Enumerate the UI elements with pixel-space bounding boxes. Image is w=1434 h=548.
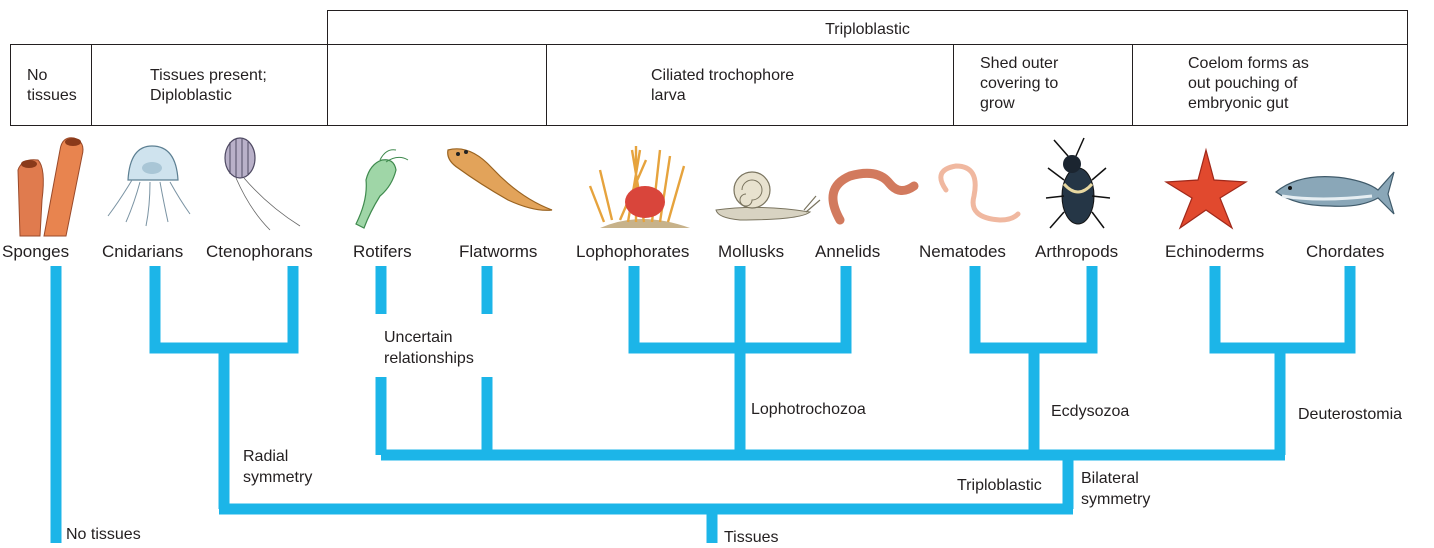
lophotrochozoa-label: Lophotrochozoa: [751, 399, 866, 420]
branch-deuterostomia: [1215, 266, 1350, 348]
triploblastic-label: Triploblastic: [957, 475, 1042, 496]
deuterostomia-label: Deuterostomia: [1298, 404, 1402, 425]
tissues-label: Tissues: [724, 527, 779, 548]
branch-radiata: [155, 266, 293, 348]
no-tissues-label: No tissues: [66, 524, 141, 545]
uncertain-relationships-label: Uncertain relationships: [384, 327, 474, 369]
radial-symmetry-label: Radial symmetry: [243, 446, 312, 488]
branch-ecdysozoa: [975, 266, 1092, 348]
ecdysozoa-label: Ecdysozoa: [1051, 401, 1129, 422]
bilateral-symmetry-label: Bilateral symmetry: [1081, 468, 1150, 510]
